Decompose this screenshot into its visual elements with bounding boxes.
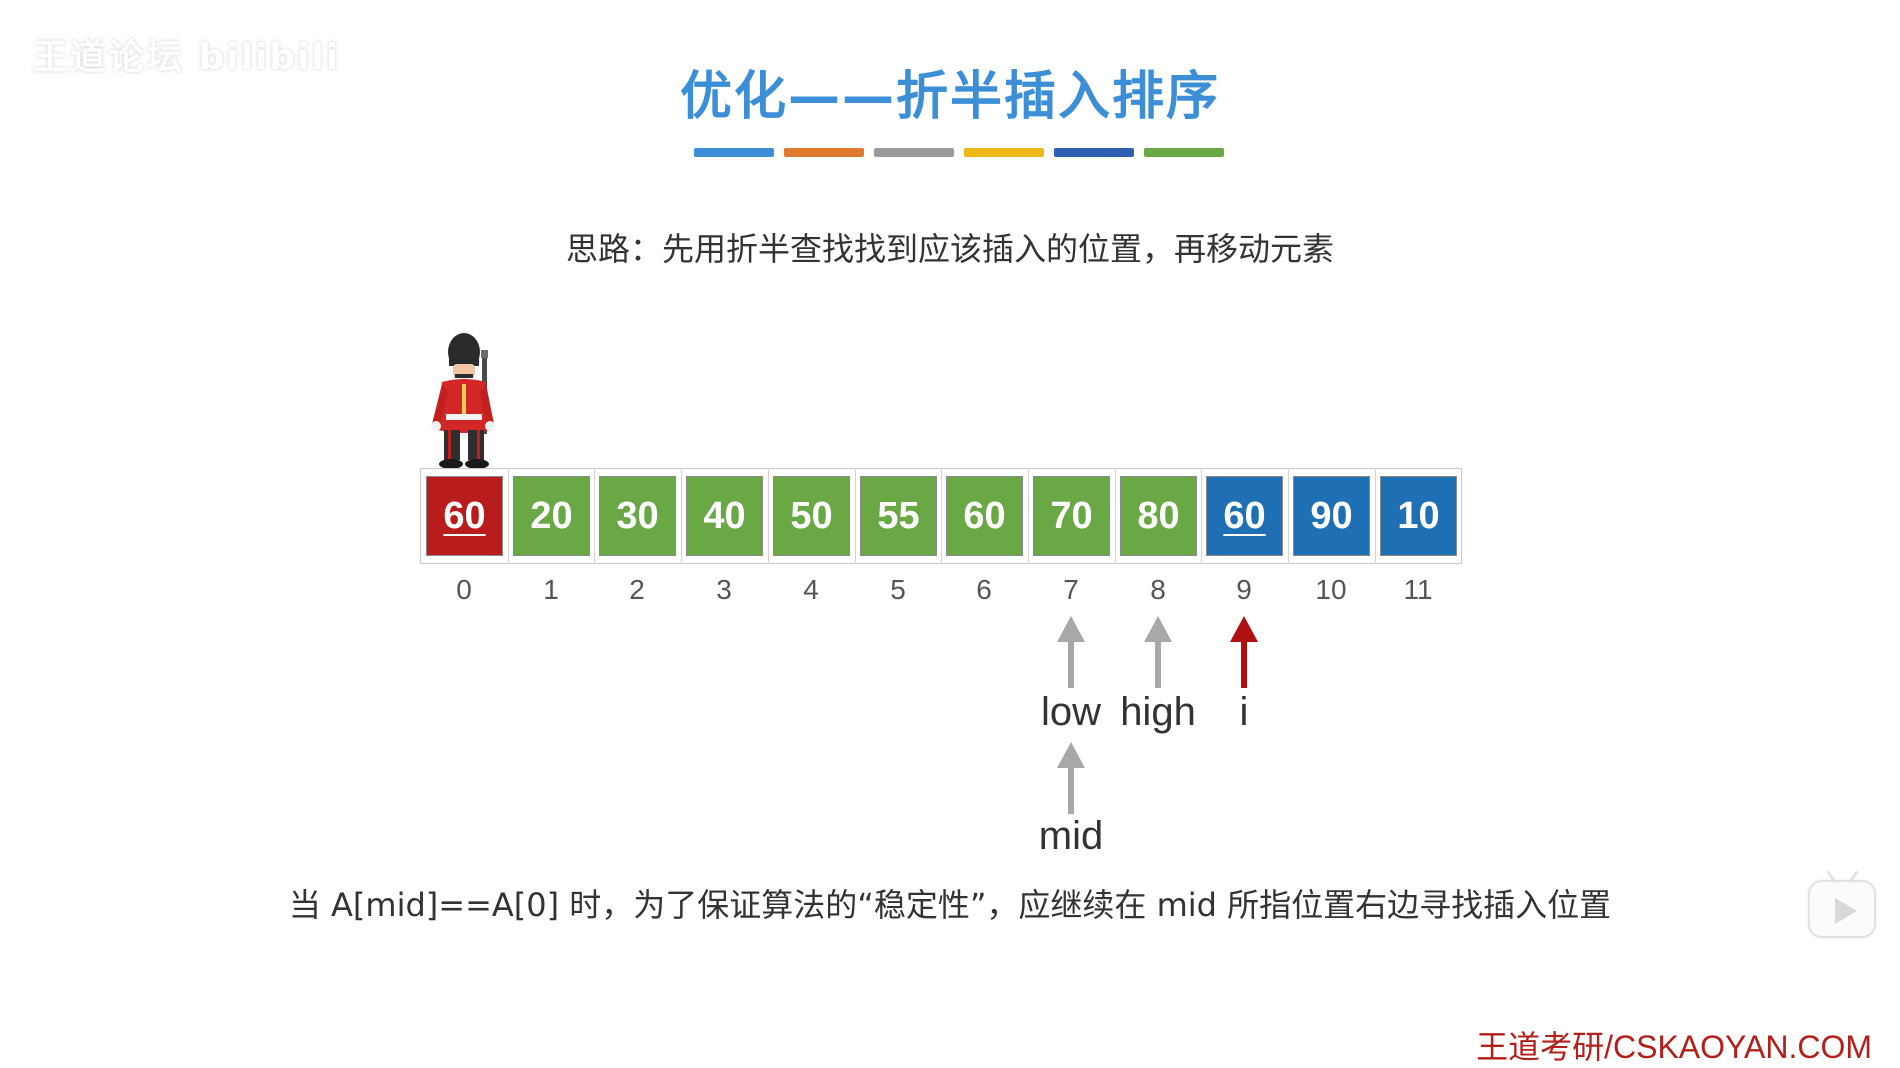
color-bar-4 — [964, 148, 1044, 157]
cell-value: 50 — [790, 495, 832, 538]
slide-title: 优化——折半插入排序 — [0, 54, 1900, 129]
array-cell: 40 — [686, 476, 763, 556]
cell-value: 30 — [616, 495, 658, 538]
array-cell: 30 — [599, 476, 676, 556]
i-pointer-label: i — [1174, 690, 1314, 735]
array-cell: 10 — [1380, 476, 1457, 556]
cell-separator — [681, 468, 682, 564]
cell-value: 60 — [443, 495, 485, 538]
site-url: 王道考研/CSKAOYAN.COM — [1476, 1022, 1872, 1068]
color-bar-5 — [1054, 148, 1134, 157]
cell-separator — [941, 468, 942, 564]
cell-separator — [855, 468, 856, 564]
array-cell: 60 — [1206, 476, 1283, 556]
cell-index: 6 — [944, 574, 1024, 606]
cell-separator — [1115, 468, 1116, 564]
cell-value: 40 — [703, 495, 745, 538]
cell-separator — [594, 468, 595, 564]
soldier-icon — [424, 332, 508, 470]
array-cell: 60 — [426, 476, 503, 556]
cell-value: 70 — [1050, 495, 1092, 538]
array-cell: 55 — [860, 476, 937, 556]
cell-index: 11 — [1378, 574, 1458, 606]
cell-index: 3 — [684, 574, 764, 606]
mid-pointer-label: mid — [1001, 814, 1141, 859]
array-cell: 50 — [773, 476, 850, 556]
color-bar-6 — [1144, 148, 1224, 157]
color-bar-1 — [694, 148, 774, 157]
cell-value: 80 — [1137, 495, 1179, 538]
idea-text: 思路：先用折半查找找到应该插入的位置，再移动元素 — [0, 224, 1900, 270]
cell-index: 10 — [1291, 574, 1371, 606]
cell-separator — [508, 468, 509, 564]
cell-index: 5 — [858, 574, 938, 606]
array-cell: 90 — [1293, 476, 1370, 556]
array-cell: 70 — [1033, 476, 1110, 556]
cell-value: 90 — [1310, 495, 1352, 538]
array-cell: 80 — [1120, 476, 1197, 556]
color-bar-3 — [874, 148, 954, 157]
cell-separator — [1028, 468, 1029, 564]
cell-index: 8 — [1118, 574, 1198, 606]
array-cell: 20 — [513, 476, 590, 556]
cell-index: 7 — [1031, 574, 1111, 606]
cell-separator — [1201, 468, 1202, 564]
cell-index: 4 — [771, 574, 851, 606]
cell-value: 10 — [1397, 495, 1439, 538]
stability-note: 当 A[mid]==A[0] 时，为了保证算法的“稳定性”，应继续在 mid 所… — [0, 880, 1900, 926]
cell-value: 60 — [963, 495, 1005, 538]
i-arrow-icon — [1224, 616, 1264, 688]
cell-index: 9 — [1204, 574, 1284, 606]
play-button[interactable] — [1808, 880, 1876, 938]
mid-arrow-icon — [1051, 742, 1091, 814]
array-cell: 60 — [946, 476, 1023, 556]
high-arrow-icon — [1138, 616, 1178, 688]
cell-value: 55 — [877, 495, 919, 538]
cell-separator — [1288, 468, 1289, 564]
cell-index: 2 — [597, 574, 677, 606]
play-icon — [1835, 898, 1857, 924]
low-arrow-icon — [1051, 616, 1091, 688]
color-bar-2 — [784, 148, 864, 157]
cell-value: 60 — [1223, 495, 1265, 538]
cell-separator — [768, 468, 769, 564]
cell-index: 1 — [511, 574, 591, 606]
cell-separator — [1375, 468, 1376, 564]
cell-index: 0 — [424, 574, 504, 606]
cell-value: 20 — [530, 495, 572, 538]
